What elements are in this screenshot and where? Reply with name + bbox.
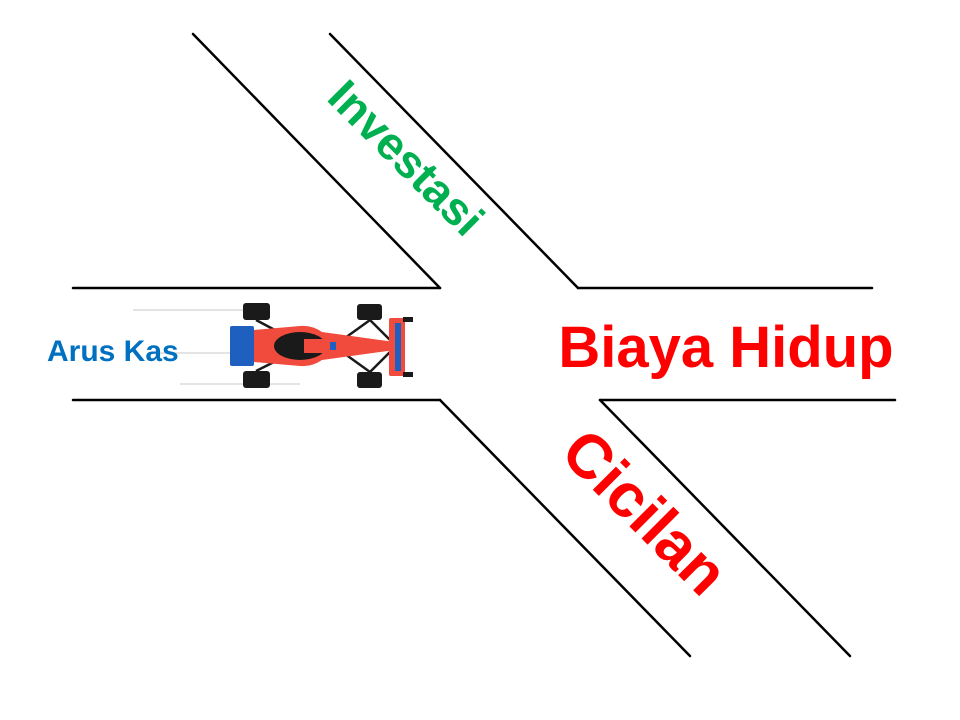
car-rear-wing [230,326,254,366]
car-front-wing-accent [395,323,401,371]
straight-branch-label: Biaya Hidup [558,315,893,380]
car-nose-stripe [330,342,336,350]
upper-branch-right-edge [328,32,580,290]
car-wheel-rear-bottom [243,371,270,388]
formula-race-car-icon [230,303,413,388]
upper-branch-left-edge [191,32,442,290]
lower-branch-right-edge [598,398,852,658]
upper-branch-label: Investasi [318,70,494,246]
lower-branch-left-edge [438,398,692,658]
car-front-wing-cap-bottom [403,372,413,377]
source-label: Arus Kas [47,335,179,368]
car-front-wing-cap-top [403,317,413,322]
road [71,32,897,658]
car-wheel-front-bottom [357,372,382,388]
car-wheel-front-top [357,304,382,320]
car-driver-helmet [304,339,330,353]
car-wheel-rear-top [243,303,270,320]
